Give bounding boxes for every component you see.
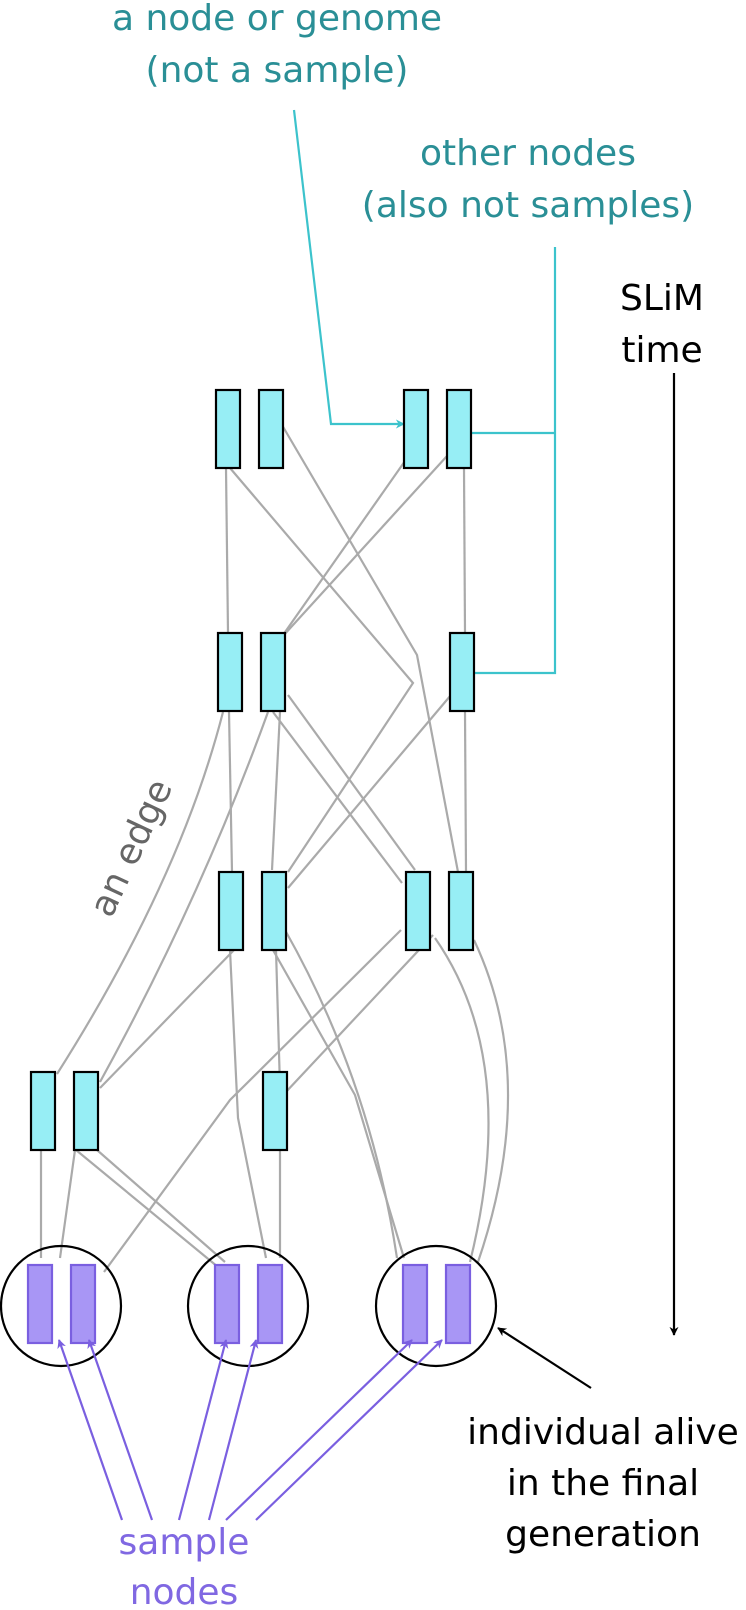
edge xyxy=(99,949,235,1089)
sample-node xyxy=(26,1263,54,1345)
node xyxy=(260,870,288,952)
edge xyxy=(272,949,406,1259)
edge xyxy=(284,934,434,1094)
slim-time-label: SLiM time xyxy=(620,278,704,371)
sample-node xyxy=(69,1263,97,1345)
sample-node xyxy=(401,1263,429,1345)
node-label: a node or genome (not a sample) xyxy=(112,0,442,91)
other-nodes-label-line2: (also not samples) xyxy=(362,185,694,226)
edge xyxy=(227,711,234,873)
sample-nodes xyxy=(26,1263,472,1345)
node xyxy=(447,870,475,952)
individual-circle xyxy=(374,1244,498,1368)
edge xyxy=(282,460,406,636)
node xyxy=(214,388,242,470)
edge xyxy=(434,937,490,1263)
arrow-to-other-nodes xyxy=(463,247,557,678)
edge xyxy=(270,711,282,871)
sample-arrow xyxy=(207,1339,259,1521)
individual-label-line3: generation xyxy=(505,1514,701,1555)
node xyxy=(217,870,245,952)
individual-circle xyxy=(0,1244,123,1368)
node xyxy=(448,631,476,713)
sample-node xyxy=(256,1263,284,1345)
slim-time-label-line2: time xyxy=(621,330,702,371)
edges xyxy=(39,424,510,1273)
node xyxy=(259,631,287,713)
sample-arrow xyxy=(177,1339,229,1521)
sample-node xyxy=(444,1263,472,1345)
edge xyxy=(99,711,270,1083)
edge xyxy=(287,694,452,889)
sample-label-line1: sample xyxy=(119,1522,250,1563)
edge xyxy=(228,949,268,1259)
individual-label-line1: individual alive xyxy=(467,1412,739,1453)
individual-circle xyxy=(186,1244,310,1368)
sample-arrow xyxy=(255,1339,443,1521)
edge xyxy=(282,455,448,637)
sample-label: sample nodes xyxy=(119,1522,250,1610)
sample-node xyxy=(213,1263,241,1345)
individuals xyxy=(0,1244,498,1368)
edge xyxy=(272,711,403,884)
node xyxy=(29,1070,57,1152)
node xyxy=(72,1070,100,1152)
sample-label-line2: nodes xyxy=(130,1572,239,1610)
node xyxy=(445,388,473,470)
edge-label: an edge xyxy=(82,773,181,923)
edge xyxy=(463,711,468,873)
individual-arrow xyxy=(497,1327,592,1389)
other-nodes-label-line1: other nodes xyxy=(420,133,636,174)
node xyxy=(216,631,244,713)
edge xyxy=(75,1149,219,1268)
edge xyxy=(274,949,282,1088)
edge xyxy=(103,929,402,1273)
sample-arrow xyxy=(87,1339,154,1521)
edge xyxy=(96,1149,226,1263)
edge xyxy=(281,424,460,873)
edge xyxy=(229,467,415,873)
node xyxy=(261,1070,289,1152)
arrow-to-node xyxy=(292,109,405,429)
sample-arrows xyxy=(57,1339,443,1521)
node-label-line1: a node or genome xyxy=(112,0,442,39)
node xyxy=(402,388,430,470)
sample-arrow xyxy=(57,1339,124,1521)
node xyxy=(257,388,285,470)
slim-time-label-line1: SLiM xyxy=(620,278,704,319)
edge xyxy=(473,939,510,1263)
node-annotation-arrows xyxy=(292,109,557,678)
edge xyxy=(462,467,467,634)
sample-arrow xyxy=(225,1339,413,1521)
edge xyxy=(56,711,225,1075)
edge xyxy=(284,929,399,1259)
edge xyxy=(224,467,230,634)
nodes xyxy=(29,388,476,1152)
individual-label-line2: in the final xyxy=(507,1463,699,1504)
edge xyxy=(287,694,416,871)
node-label-line2: (not a sample) xyxy=(146,50,409,91)
node xyxy=(404,870,432,952)
other-nodes-label: other nodes (also not samples) xyxy=(362,133,694,226)
edge xyxy=(58,1149,77,1259)
individual-label: individual alive in the final generation xyxy=(467,1412,739,1555)
